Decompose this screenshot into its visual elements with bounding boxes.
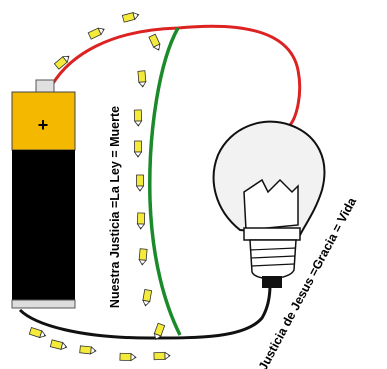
- pencil-icon: [133, 140, 143, 158]
- left-label: Nuestra Justicia =La Ley = Muerte: [108, 106, 122, 308]
- bulb-thread-2: [250, 255, 296, 259]
- bulb-collar: [243, 227, 301, 241]
- pencil-icon: [121, 11, 140, 23]
- pencil-icon: [79, 345, 97, 355]
- pencil-icon: [142, 289, 153, 307]
- pencil-icon: [119, 352, 137, 362]
- pencil-icon: [135, 174, 145, 192]
- bulb-thread-3: [251, 263, 295, 267]
- bulb-tip: [262, 276, 282, 288]
- pencil-icon: [28, 327, 47, 339]
- battery-icon: +: [11, 79, 76, 309]
- red-wire: [50, 24, 302, 126]
- pencil-markers: [28, 11, 171, 362]
- light-bulb-icon: [212, 120, 326, 288]
- battery-terminal: [35, 79, 55, 93]
- green-wire: [148, 27, 182, 336]
- pencil-icon: [53, 55, 70, 70]
- pencil-icon: [138, 248, 148, 266]
- pencil-icon: [153, 351, 171, 361]
- black-wire: [18, 284, 272, 340]
- battery-base: [11, 299, 76, 309]
- pencil-icon: [153, 322, 166, 341]
- pencil-icon: [133, 109, 143, 127]
- pencil-icon: [137, 70, 147, 88]
- pencil-icon: [87, 27, 105, 40]
- pencil-icon: [49, 339, 68, 351]
- bulb-thread-1: [249, 247, 297, 251]
- battery-bottom: [12, 150, 75, 300]
- bulb-screw-base: [249, 239, 297, 280]
- pencil-icon: [148, 33, 161, 51]
- battery-plus-label: +: [38, 115, 49, 135]
- pencil-icon: [136, 212, 146, 230]
